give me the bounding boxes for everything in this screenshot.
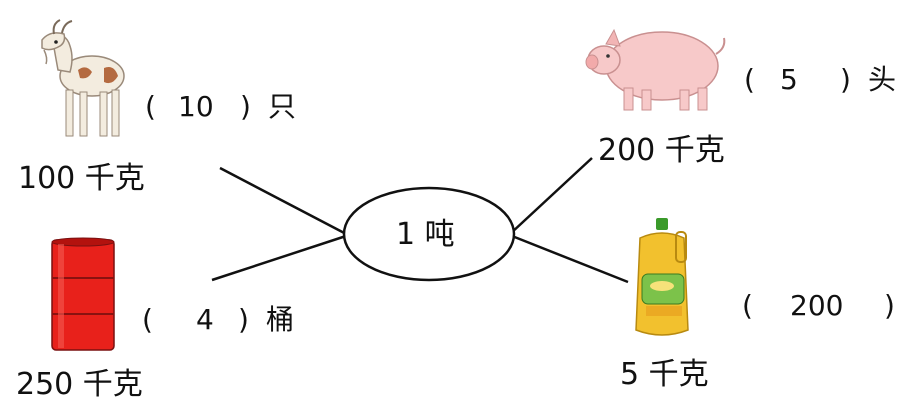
goat-open-paren: ( <box>145 90 156 123</box>
connector-goat <box>219 166 351 238</box>
goat-weight: 100 千克 <box>18 161 145 196</box>
pig-weight: 200 千克 <box>598 133 725 168</box>
barrel-answer: 4 <box>196 303 214 336</box>
connector-pig <box>509 157 593 235</box>
goat-answer: 10 <box>178 90 214 123</box>
goat-unit: 只 <box>268 90 297 123</box>
oil-open-paren: ( <box>742 289 753 322</box>
connector-oil <box>511 234 629 284</box>
oil-answer: 200 <box>790 289 844 322</box>
connector-barrel <box>211 234 347 282</box>
barrel-close-paren: ) <box>238 303 249 336</box>
oil-close-paren: ) <box>884 289 895 322</box>
goat-icon <box>41 19 125 137</box>
pig-open-paren: ( <box>744 63 755 96</box>
pig-unit: 头 <box>868 63 897 96</box>
pig-answer: 5 <box>780 63 798 96</box>
pig-icon <box>585 28 726 111</box>
oil-weight: 5 千克 <box>620 357 709 392</box>
barrel-unit: 桶 <box>266 303 295 336</box>
center-label: 1 吨 <box>396 217 455 252</box>
goat-close-paren: ) <box>240 90 251 123</box>
barrel-icon <box>51 237 115 351</box>
barrel-open-paren: ( <box>142 303 153 336</box>
oil-bottle-icon <box>635 218 689 336</box>
center-ellipse <box>342 186 516 282</box>
barrel-weight: 250 千克 <box>16 367 143 402</box>
pig-close-paren: ) <box>840 63 851 96</box>
